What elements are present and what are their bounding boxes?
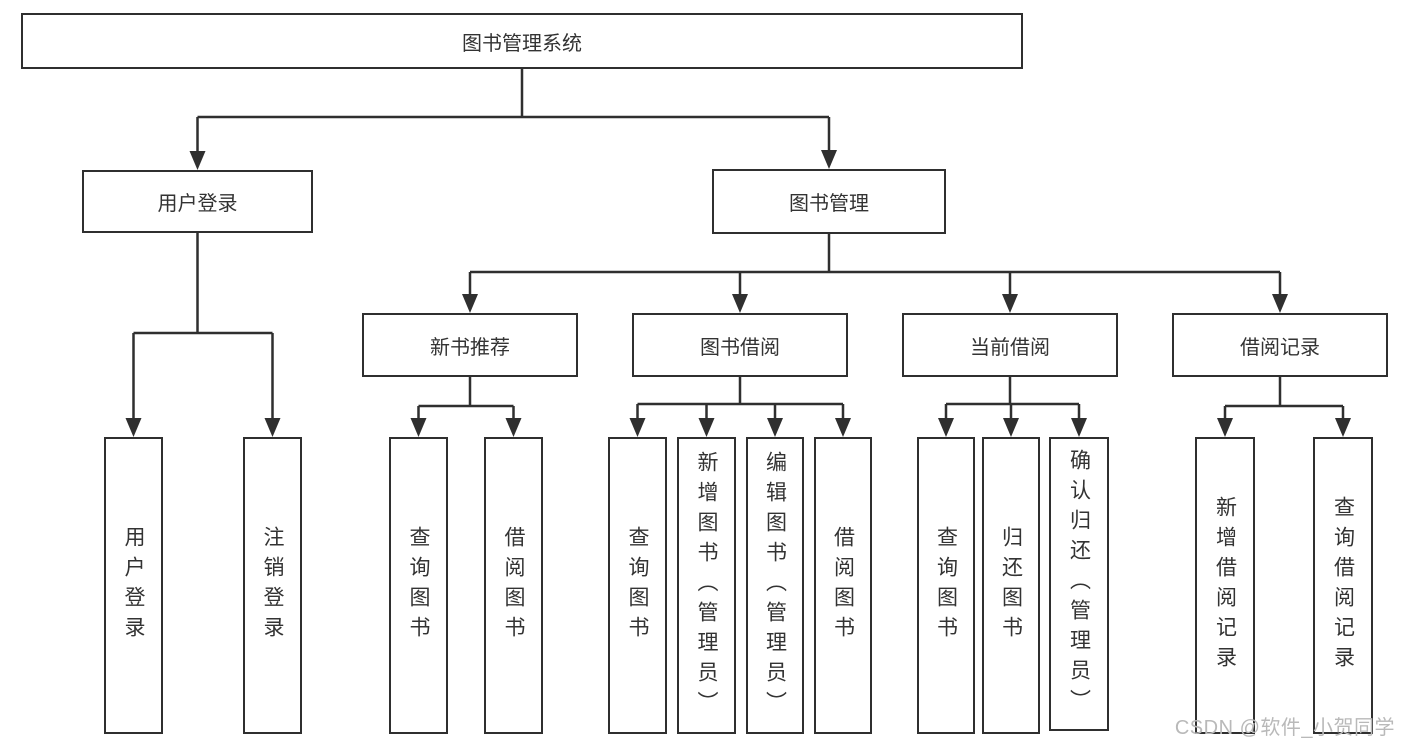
csdn-watermark: CSDN @软件_小贺同学 [1174, 717, 1395, 739]
node-label: 查询图书 [626, 525, 649, 646]
leaf-confirm-return-admin: 确认归还（管理员） [1049, 437, 1109, 731]
leaf-borrow-books-recommend: 借阅图书 [484, 437, 543, 734]
node-book-borrow: 图书借阅 [632, 313, 848, 377]
leaf-borrow-books: 借阅图书 [814, 437, 872, 734]
node-label: 图书管理系统 [462, 32, 582, 55]
leaf-query-borrow-record: 查询借阅记录 [1313, 437, 1373, 734]
leaf-edit-books-admin: 编辑图书（管理员） [746, 437, 804, 734]
leaf-query-books-current: 查询图书 [917, 437, 975, 734]
node-label: 查询图书 [407, 525, 430, 646]
node-root-library-system: 图书管理系统 [21, 13, 1023, 69]
node-label: 确认归还（管理员） [1067, 449, 1091, 719]
node-label: 图书管理 [789, 193, 869, 215]
leaf-add-books-admin: 新增图书（管理员） [677, 437, 736, 734]
node-new-book-recommend: 新书推荐 [362, 313, 578, 377]
leaf-logout: 注销登录 [243, 437, 302, 734]
node-user-login-module: 用户登录 [82, 170, 313, 233]
node-current-borrow: 当前借阅 [902, 313, 1118, 377]
node-label: 借阅记录 [1240, 336, 1320, 359]
node-borrow-records: 借阅记录 [1172, 313, 1388, 377]
leaf-add-borrow-record: 新增借阅记录 [1195, 437, 1255, 734]
leaf-query-books-borrow: 查询图书 [608, 437, 667, 734]
node-label: 用户登录 [122, 525, 145, 646]
leaf-return-books: 归还图书 [982, 437, 1040, 734]
node-label: 查询借阅记录 [1331, 495, 1355, 676]
node-label: 编辑图书（管理员） [763, 450, 787, 721]
node-label: 查询图书 [934, 525, 958, 646]
node-book-management-module: 图书管理 [712, 169, 946, 234]
node-label: 借阅图书 [502, 525, 525, 646]
leaf-user-login: 用户登录 [104, 437, 163, 734]
node-label: 图书借阅 [700, 336, 780, 359]
node-label: 注销登录 [261, 525, 284, 646]
node-label: 当前借阅 [970, 336, 1050, 359]
node-label: 归还图书 [999, 525, 1023, 646]
node-label: 新增图书（管理员） [695, 450, 718, 721]
node-label: 新增借阅记录 [1213, 495, 1237, 676]
leaf-query-books-recommend: 查询图书 [389, 437, 448, 734]
node-label: 用户登录 [157, 193, 238, 215]
node-label: 借阅图书 [831, 525, 855, 646]
node-label: 新书推荐 [430, 336, 510, 359]
